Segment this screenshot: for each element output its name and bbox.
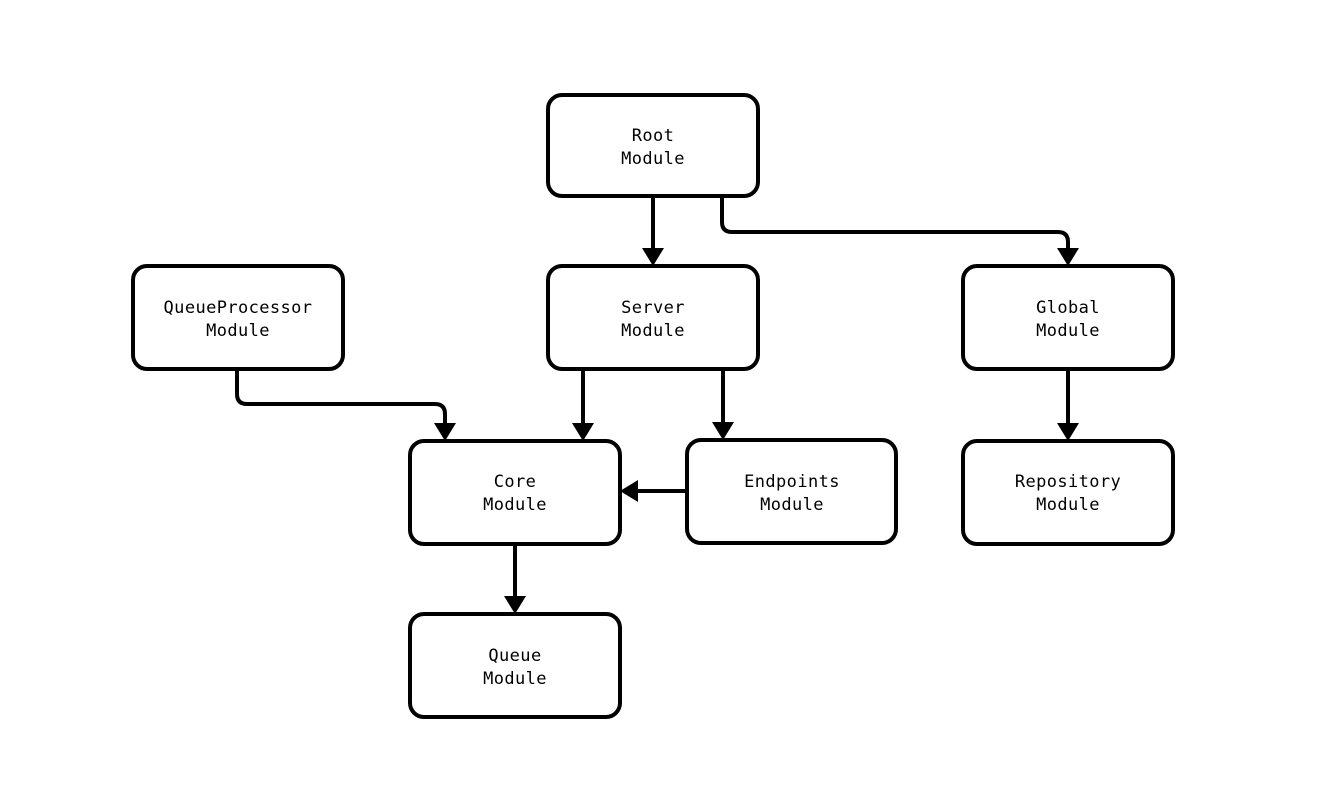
edge-core-to-queue [504, 544, 526, 614]
arrowhead-icon [1057, 248, 1079, 266]
edge-layer [235, 196, 1079, 614]
edge-server-to-core [572, 369, 594, 441]
node-global-module[interactable]: Global Module [961, 264, 1175, 371]
node-queueprocessor-module[interactable]: QueueProcessor Module [131, 264, 345, 371]
node-box[interactable] [546, 93, 760, 198]
node-label-line2: Module [206, 321, 270, 341]
arrowhead-icon [1057, 423, 1079, 441]
node-core-module[interactable]: Core Module [408, 439, 622, 546]
edge-server-to-endpoints [712, 369, 734, 440]
node-box[interactable] [131, 264, 345, 371]
node-layer: Root Module QueueProcessor Module Server… [131, 93, 1175, 719]
node-label-line1: Endpoints [744, 472, 840, 492]
node-server-module[interactable]: Server Module [546, 264, 760, 371]
arrowhead-icon [434, 423, 456, 441]
node-label-line1: QueueProcessor [164, 298, 313, 318]
edge-root-to-global [720, 196, 1079, 266]
node-box[interactable] [961, 439, 1175, 546]
arrowhead-icon [504, 596, 526, 614]
arrowhead-icon [620, 480, 638, 502]
node-box[interactable] [408, 439, 622, 546]
arrowhead-icon [712, 422, 734, 440]
arrowhead-icon [642, 248, 664, 266]
node-label-line2: Module [483, 495, 547, 515]
node-queue-module[interactable]: Queue Module [408, 612, 622, 719]
node-label-line1: Core [494, 472, 537, 492]
node-label-line1: Repository [1015, 472, 1121, 492]
edge-line [720, 196, 1070, 248]
node-box[interactable] [685, 438, 898, 545]
node-label-line1: Root [632, 126, 675, 146]
edge-endpoints-to-core [620, 480, 687, 502]
node-label-line1: Global [1036, 298, 1100, 318]
edge-global-to-repository [1057, 369, 1079, 441]
node-label-line1: Queue [488, 646, 541, 666]
node-label-line2: Module [483, 669, 547, 689]
node-label-line2: Module [621, 321, 685, 341]
arrowhead-icon [572, 423, 594, 441]
node-repository-module[interactable]: Repository Module [961, 439, 1175, 546]
node-box[interactable] [408, 612, 622, 719]
node-label-line1: Server [621, 298, 685, 318]
node-box[interactable] [546, 264, 760, 371]
node-label-line2: Module [760, 495, 824, 515]
node-endpoints-module[interactable]: Endpoints Module [685, 438, 898, 545]
node-label-line2: Module [621, 149, 685, 169]
node-box[interactable] [961, 264, 1175, 371]
node-label-line2: Module [1036, 321, 1100, 341]
edge-line [235, 369, 447, 423]
node-root-module[interactable]: Root Module [546, 93, 760, 198]
node-label-line2: Module [1036, 495, 1100, 515]
edge-queueprocessor-to-core [235, 369, 456, 441]
edge-root-to-server [642, 196, 664, 266]
